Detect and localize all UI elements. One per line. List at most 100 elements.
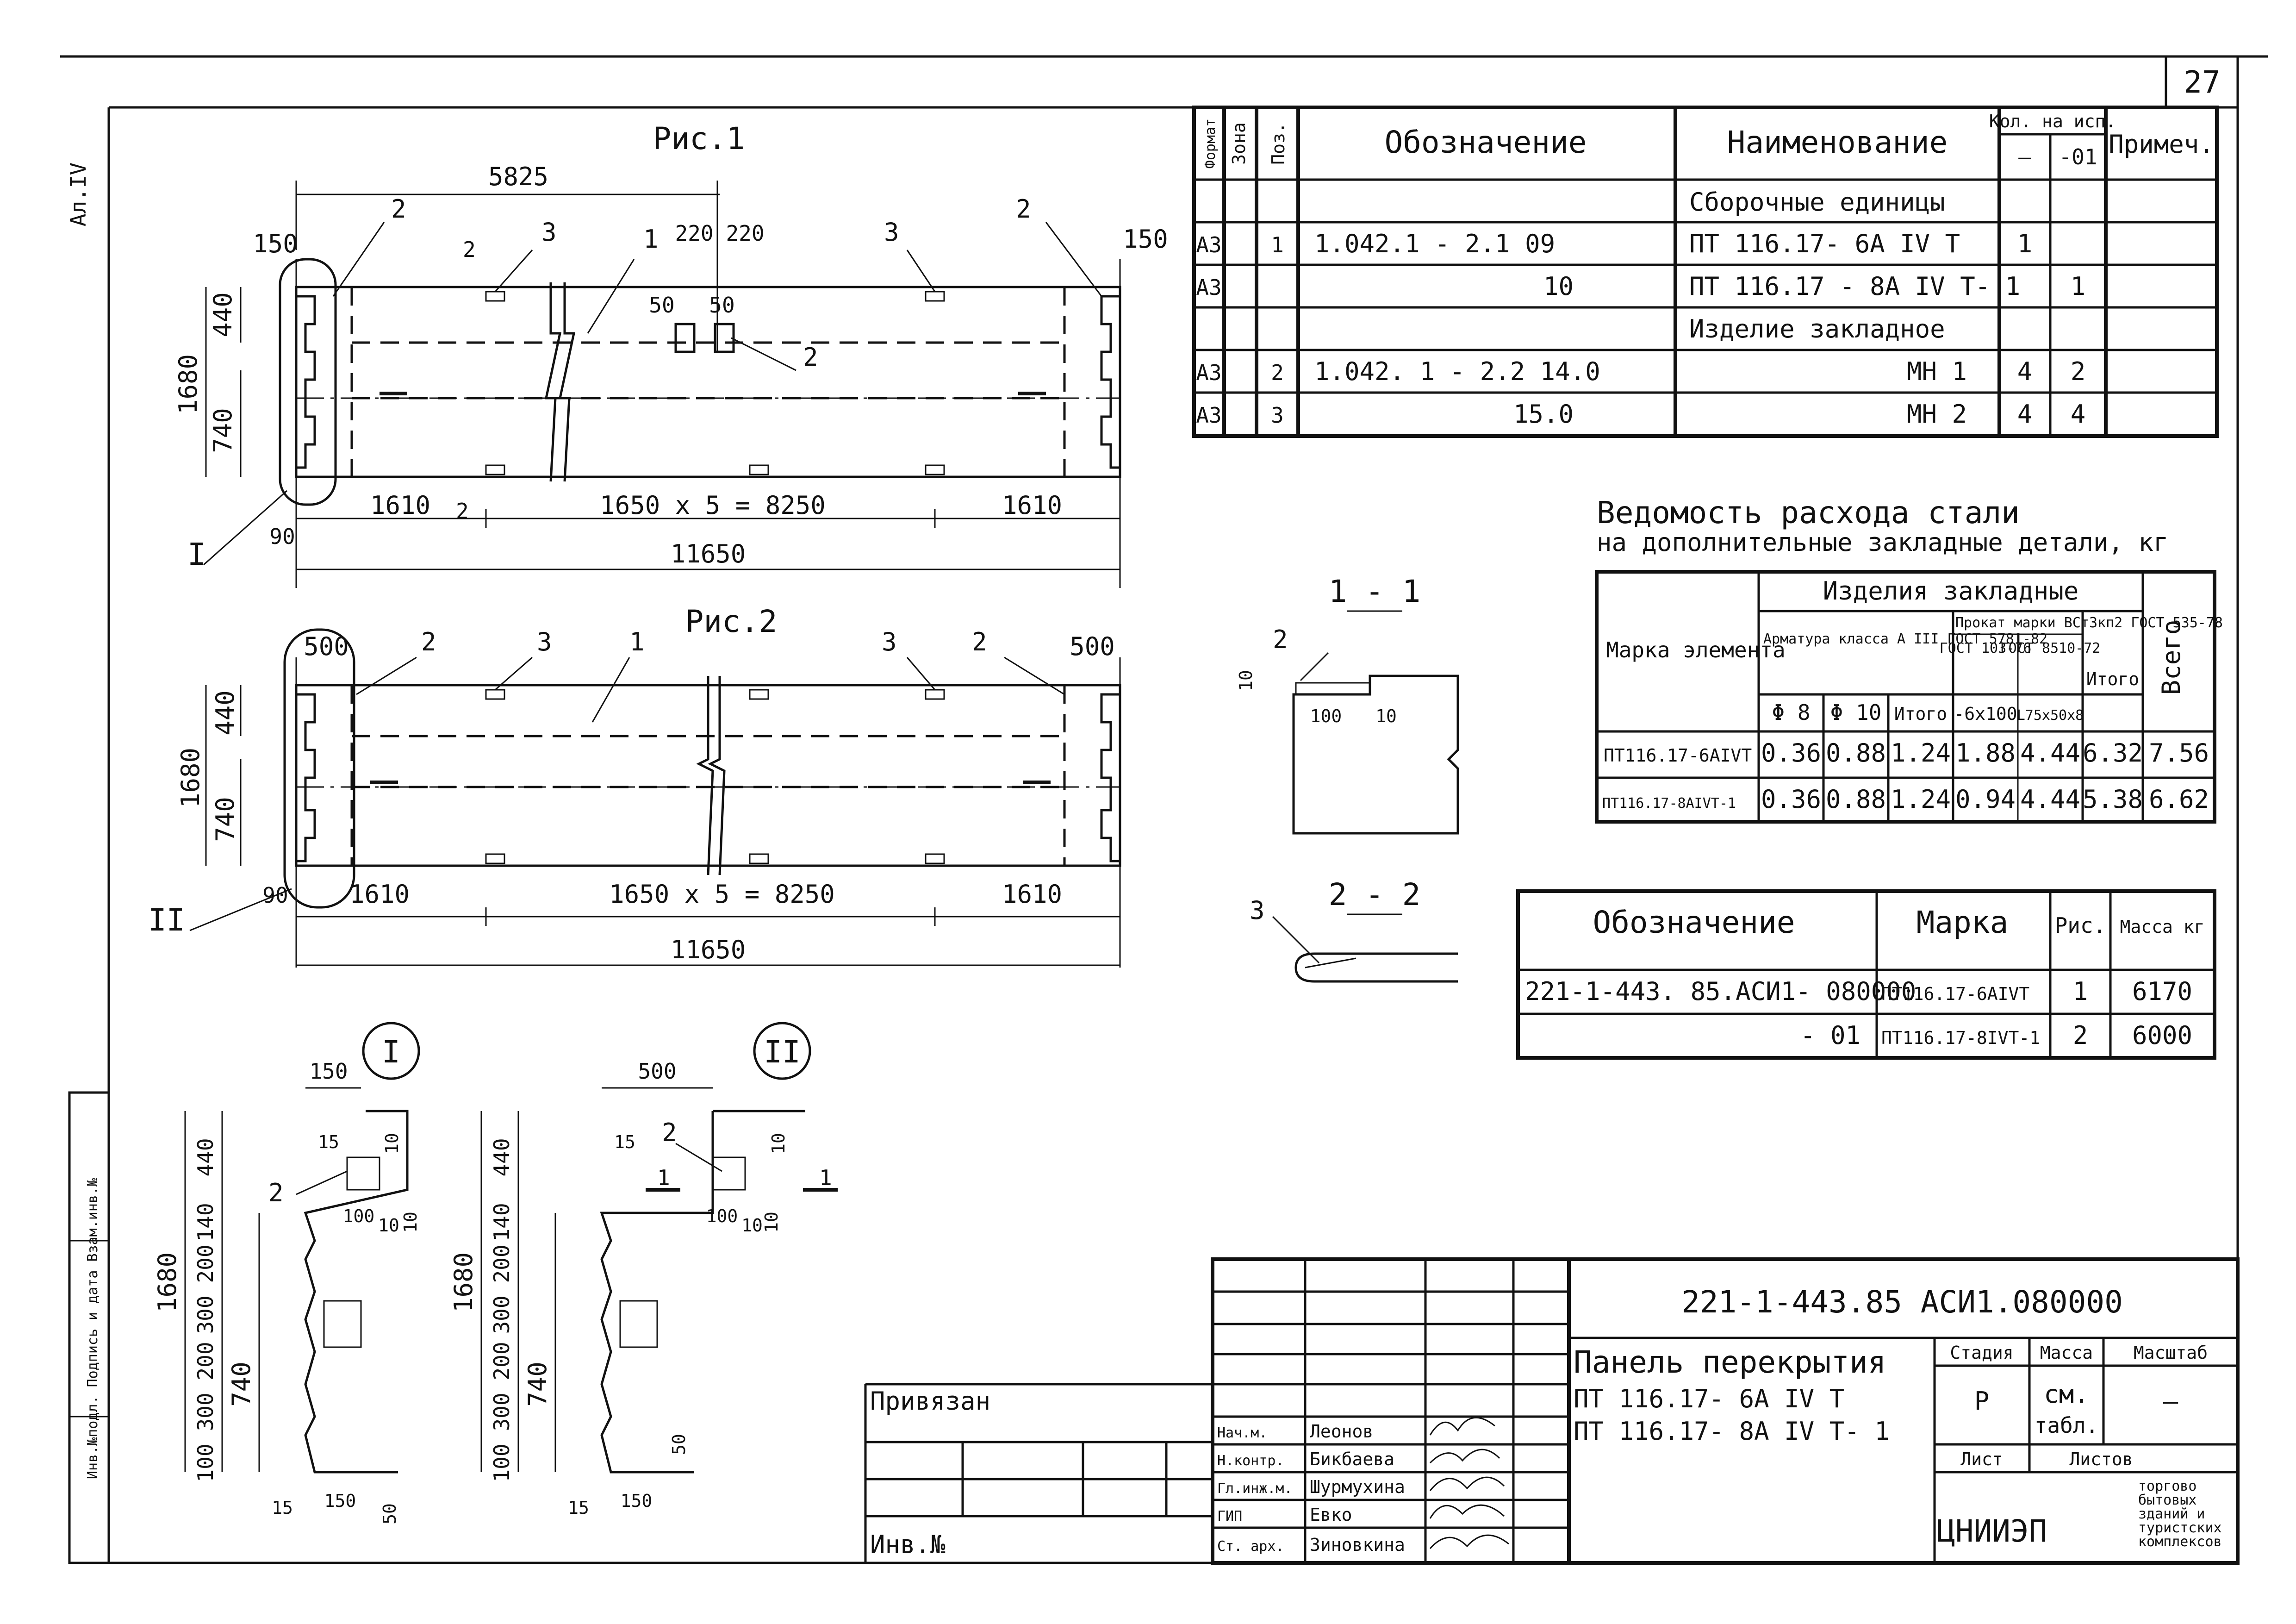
detail-II-dim-10b: 10: [741, 1215, 763, 1236]
fig1-pos-3-left: 3: [541, 218, 557, 247]
value-mass-1: см.: [2044, 1380, 2089, 1409]
mass-header-fig: Рис.: [2055, 913, 2106, 938]
mass-cell-fig: 1: [2073, 977, 2088, 1006]
mass-header-designation: Обозначение: [1593, 905, 1795, 940]
fig2-pos-2-left: 2: [421, 627, 436, 656]
spec-header-pos: Поз.: [1268, 122, 1288, 165]
detail-II-dim-200a: 200: [489, 1244, 514, 1283]
title-line-2: ПТ 116.17- 6А IV Т: [1574, 1384, 1844, 1413]
steel-header-sub: Итого: [1894, 704, 1947, 724]
mass-cell-designation: - 01: [1800, 1021, 1860, 1050]
spec-row: А3 2 1.042. 1 - 2.2 14.0 МН 1 4 2: [1196, 357, 2085, 386]
person-name: Бикбаева: [1310, 1449, 1394, 1469]
spec-cell-name: МН 1: [1907, 357, 1967, 386]
steel-cell-f8: 0.36: [1761, 738, 1821, 768]
header-scale: Масштаб: [2134, 1343, 2208, 1363]
fig1-dim-50b: 50: [709, 293, 734, 318]
spec-cell-designation: 15.0: [1513, 400, 1574, 429]
steel-cell-total: 6.32: [2083, 738, 2143, 768]
fig1-section-2-bottom: 2: [456, 499, 469, 524]
steel-cell-sub: 1.24: [1891, 785, 1951, 814]
spec-cell-q2: 1: [2071, 272, 2086, 301]
mass-cell-mass: 6000: [2132, 1021, 2192, 1050]
steel-cell-f8: 0.36: [1761, 785, 1821, 814]
detail-II-dim-150b: 150: [621, 1491, 653, 1511]
steel-cell-mark: ПТ116.17-6АIVТ: [1604, 745, 1752, 766]
spec-cell-format: А3: [1196, 232, 1221, 257]
fig1-section-2: 2: [463, 237, 476, 262]
person-name: Евко: [1310, 1505, 1352, 1525]
detail-I-dim-300a: 300: [193, 1295, 218, 1334]
spec-cell-designation: 10: [1543, 272, 1574, 301]
steel-header-all: Всего: [2157, 620, 2186, 695]
document-code: 221-1-443.85 АСИ1.080000: [1681, 1284, 2123, 1320]
value-stage: Р: [1974, 1387, 1990, 1416]
detail-I-dim-50: 50: [380, 1503, 400, 1524]
section-1-1-pos-2: 2: [1273, 625, 1288, 654]
person-name: Леонов: [1310, 1421, 1373, 1442]
spec-row: Изделие закладное: [1689, 314, 1945, 344]
detail-II-label: II: [764, 1034, 800, 1070]
spec-cell-format: А3: [1196, 403, 1221, 428]
fig2-pos-3-left: 3: [537, 627, 552, 656]
spec-row: А3 10 ПТ 116.17 - 8А IV Т- 1 1: [1196, 272, 2085, 301]
detail-II-dim-740: 740: [523, 1362, 552, 1407]
organization-logo: ЦНИИЭП: [1937, 1513, 2047, 1549]
mass-row: - 01 ПТ116.17-8IVТ-1 2 6000: [1800, 1021, 2192, 1050]
header-stage: Стадия: [1950, 1343, 2013, 1363]
signature-row: Гл.инж.м. Шурмухина: [1217, 1477, 1405, 1497]
detail-I-dim-150b: 150: [324, 1491, 356, 1511]
signature-row: Нач.м. Леонов: [1217, 1421, 1373, 1442]
spec-cell-pos: 1: [1271, 232, 1284, 257]
steel-cell-l75: 4.44: [2020, 738, 2080, 768]
title-line-3: ПТ 116.17- 8А IV Т- 1: [1574, 1417, 1890, 1446]
fig2-dim-11650: 11650: [671, 935, 746, 964]
detail-I-label: I: [382, 1034, 400, 1070]
organization-desc-3: зданий и: [2138, 1506, 2205, 1522]
fig1-dim-740: 740: [208, 408, 237, 453]
role-label: Нач.м.: [1217, 1425, 1267, 1441]
role-label: ГИП: [1217, 1508, 1242, 1524]
fig1-dim-1650: 1650 x 5 = 8250: [600, 491, 826, 520]
spec-cell-q1: 4: [2017, 400, 2033, 429]
section-1-1-dim-10b: 10: [1375, 706, 1397, 726]
steel-row: ПТ116.17-6АIVТ 0.36 0.88 1.24 1.88 4.44 …: [1604, 738, 2209, 768]
fig1-dim-1610a: 1610: [370, 491, 430, 520]
spec-header-name: Наименование: [1727, 125, 1948, 160]
steel-header-rebar: Арматура класса А III ГОСТ 5781-82: [1763, 631, 2047, 647]
role-label: Н.контр.: [1217, 1453, 1284, 1469]
steel-header-rolled: Прокат марки ВСт3кп2 ГОСТ 535-78: [1955, 615, 2223, 631]
detail-I-dim-1680: 1680: [153, 1252, 182, 1312]
steel-row: ПТ116.17-8АIVТ-1 0.36 0.88 1.24 0.94 4.4…: [1602, 785, 2209, 814]
fig2-marker-II: II: [148, 902, 185, 938]
fig2-dim-740: 740: [211, 797, 240, 842]
specification-table: Формат Зона Поз. Обозначение Наименовани…: [1192, 106, 2219, 438]
fig1-dim-440: 440: [208, 292, 237, 337]
steel-header-6x100: -6x100: [1954, 704, 2017, 724]
title-inv: Инв.№: [870, 1530, 946, 1559]
figure-2: Рис.2 1680 440 740 500 500 90 1610: [148, 604, 1121, 968]
organization-desc-1: торгово: [2138, 1478, 2196, 1494]
mass-row: 221-1-443. 85.АСИ1- 080000 ПТ116.17-6АIV…: [1525, 977, 2192, 1006]
person-name: Шурмухина: [1310, 1477, 1405, 1497]
fig1-pos-3-right: 3: [884, 218, 899, 247]
sheet-number: 27: [2184, 64, 2220, 100]
detail-II-dim-100c: 100: [489, 1443, 514, 1482]
spec-header-zone: Зона: [1229, 122, 1249, 165]
figure-1: Рис.1 5825 1680 440 740 150 220: [174, 121, 1168, 588]
steel-cell-total: 5.38: [2083, 785, 2143, 814]
detail-I-dim-200a: 200: [193, 1244, 218, 1283]
value-scale: —: [2163, 1387, 2178, 1416]
fig2-dim-440: 440: [211, 690, 240, 736]
fig2-pos-2-right: 2: [972, 627, 987, 656]
spec-cell-pos: 2: [1271, 360, 1284, 385]
steel-header-f10: Φ 10: [1830, 700, 1882, 725]
detail-I-dim-150: 150: [309, 1059, 348, 1084]
mass-cell-designation: 221-1-443. 85.АСИ1- 080000: [1525, 977, 1916, 1006]
section-2-2-pos-3: 3: [1250, 896, 1265, 925]
fig1-dim-1680: 1680: [174, 354, 203, 414]
section-2-2: 2 - 2 3: [1250, 877, 1458, 983]
steel-title-line-1: Ведомость расхода стали: [1597, 495, 2020, 531]
person-name: Зиновкина: [1310, 1535, 1405, 1555]
header-sheets: Листов: [2069, 1449, 2133, 1469]
